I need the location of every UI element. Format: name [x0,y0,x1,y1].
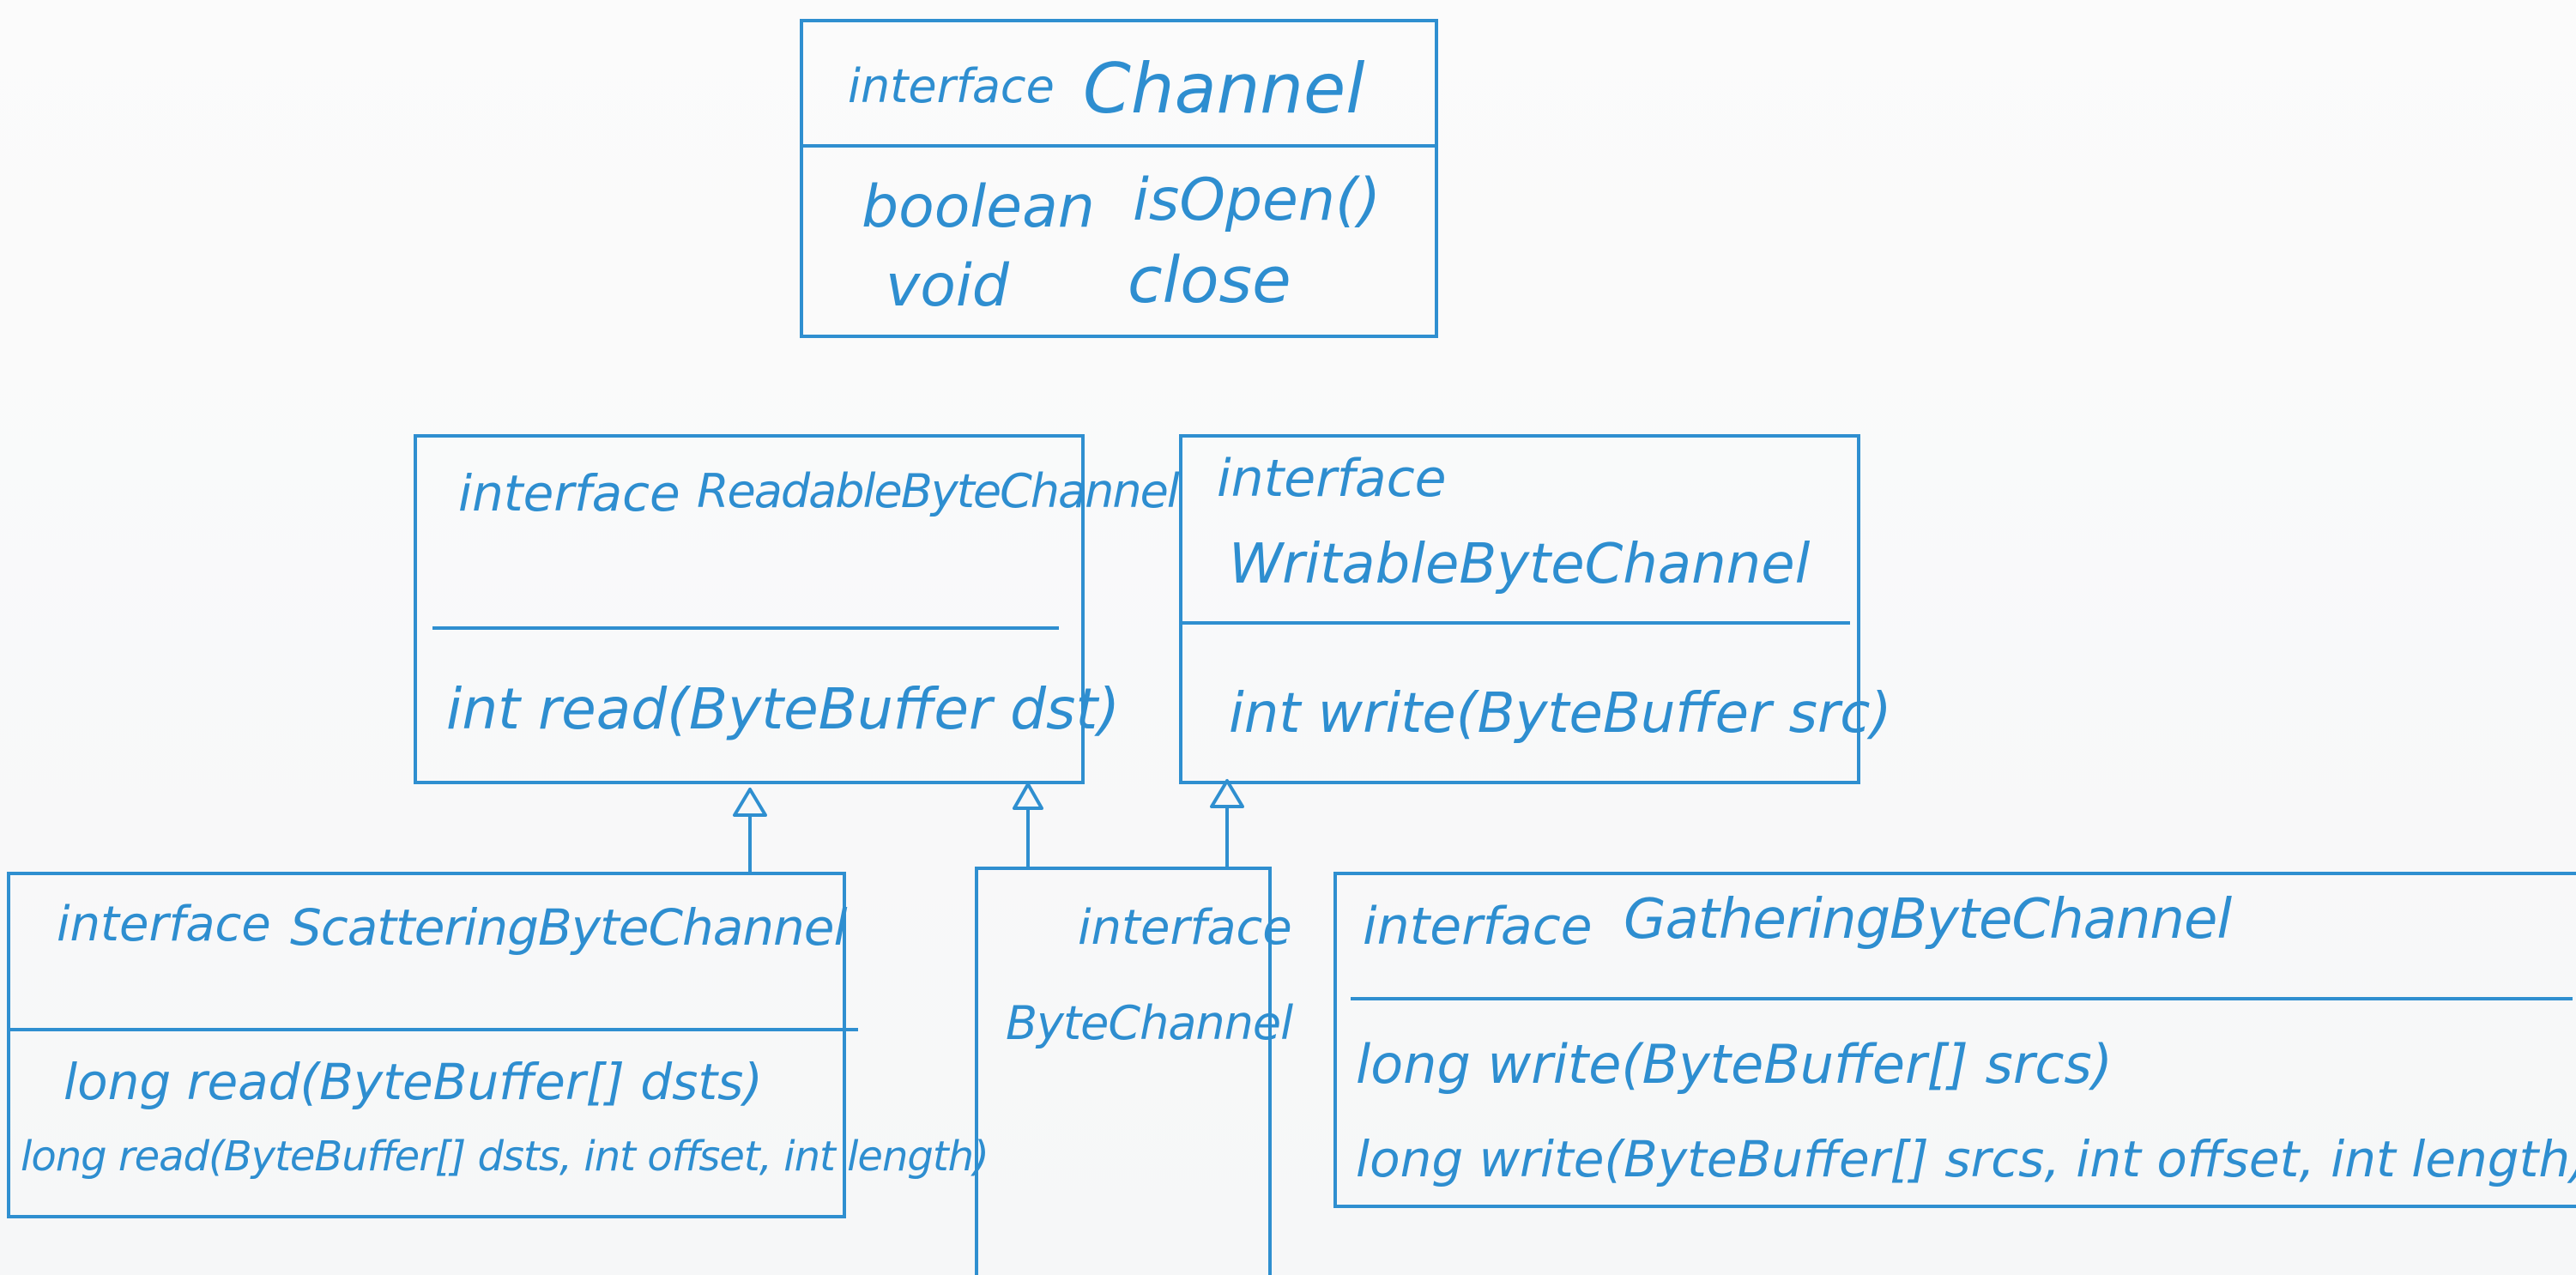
bytechannel-interface-box [975,867,1272,1275]
gathering-method: long write(ByteBuffer[] srcs, int offset… [1356,1130,2576,1188]
scattering-method: long read(ByteBuffer[] dsts, int offset,… [21,1133,989,1181]
channel-name: Channel [1083,49,1365,129]
readable-method: int read(ByteBuffer dst) [446,676,1121,742]
scattering-keyword: interface [57,897,271,952]
channel-method-type: void [886,252,1009,320]
gathering-separator [1351,997,2573,1000]
channel-method-sig: isOpen() [1133,166,1381,234]
writable-interface-box [1179,434,1860,784]
channel-method-type: boolean [862,173,1095,241]
bytechannel-to-writable-arrowhead [1210,779,1244,808]
scattering-to-readable-arrowhead [733,788,767,817]
scattering-separator [9,1028,858,1031]
bytechannel-to-readable-arrowhead [1013,783,1043,810]
scattering-interface-box [7,872,846,1218]
scattering-method: long read(ByteBuffer[] dsts) [63,1053,763,1111]
writable-method: int write(ByteBuffer src) [1229,682,1892,746]
gathering-name: GatheringByteChannel [1624,888,2232,952]
writable-keyword: interface [1217,449,1447,509]
channel-interface-box [800,19,1438,338]
gathering-keyword: interface [1363,897,1593,957]
channel-keyword: interface [848,59,1055,113]
gathering-method: long write(ByteBuffer[] srcs) [1356,1033,2113,1096]
gathering-interface-box [1333,872,2576,1208]
writable-separator [1181,621,1850,625]
channel-method-sig: close [1128,244,1291,317]
readable-interface-box [414,434,1085,784]
channel-separator [800,144,1438,148]
readable-name: ReadableByteChannel [697,464,1180,518]
readable-keyword: interface [458,464,680,523]
bytechannel-keyword: interface [1078,900,1292,956]
writable-name: WritableByteChannel [1229,533,1811,596]
scattering-name: ScatteringByteChannel [290,898,848,957]
readable-separator [432,626,1059,630]
bytechannel-name: ByteChannel [1006,996,1293,1050]
